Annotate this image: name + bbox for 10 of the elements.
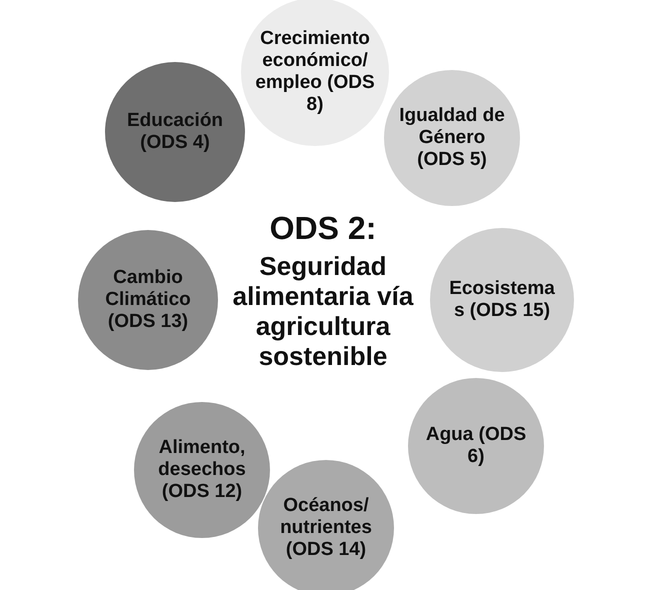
topic-circle: Agua (ODS 6) — [408, 378, 544, 514]
topic-circle: Cambio Climático (ODS 13) — [78, 230, 218, 370]
topic-circle: Educación (ODS 4) — [105, 62, 245, 202]
center-text: Seguridad alimentaria vía agricultura sostenible — [232, 252, 414, 372]
topic-circle: Océanos/ nutrientes (ODS 14) — [258, 460, 394, 590]
topic-circle: Ecosistemas (ODS 15) — [430, 228, 574, 372]
topic-circle: Igualdad de Género (ODS 5) — [384, 70, 520, 206]
center-heading: ODS 2: — [268, 210, 378, 247]
topic-circle: Alimento, desechos (ODS 12) — [134, 402, 270, 538]
topic-circle: Crecimiento económico/ empleo (ODS 8) — [241, 0, 389, 146]
